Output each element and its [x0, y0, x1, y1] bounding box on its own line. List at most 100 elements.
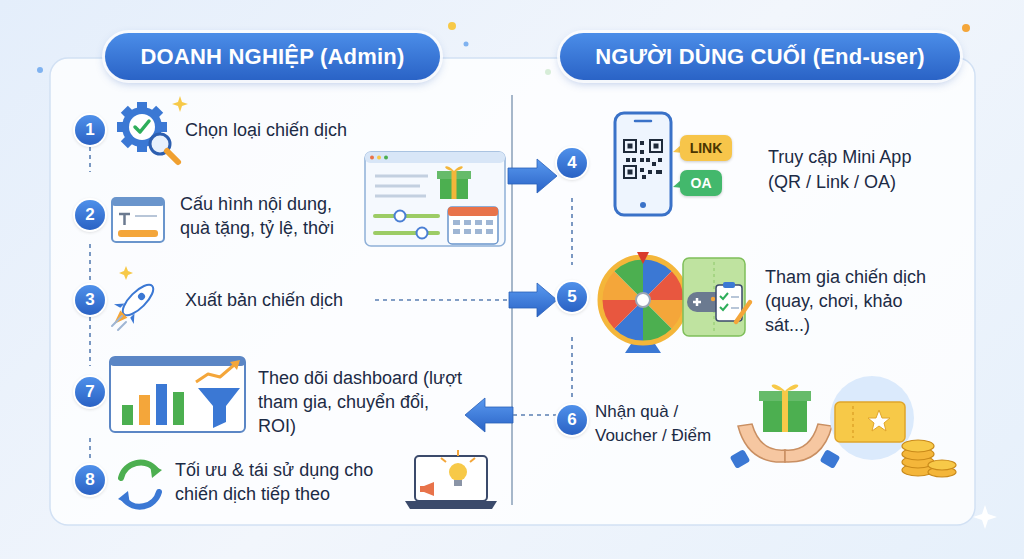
- config-window: [464, 229, 471, 234]
- phone-qr: [640, 141, 644, 145]
- config-window: [365, 152, 505, 246]
- config-window: [375, 185, 420, 188]
- config-window: [475, 220, 482, 225]
- chat-bubble: OA: [680, 170, 722, 196]
- phone-qr: [640, 168, 644, 172]
- phone-qr: [650, 140, 662, 152]
- config-window: [375, 175, 428, 178]
- decor-sparkle: [973, 505, 997, 529]
- header-text: DOANH NGHIỆP (Admin): [141, 44, 405, 70]
- phone-qr: [640, 158, 644, 162]
- gear-icon: [172, 96, 188, 112]
- gift-hands: [730, 384, 841, 469]
- chat-bubble: LINK: [680, 135, 732, 161]
- dashboard-icon: [173, 392, 184, 425]
- config-window: [452, 171, 457, 199]
- decor-sparkle: [464, 42, 469, 47]
- voucher-coins: [902, 440, 934, 452]
- config-window: [445, 166, 463, 171]
- config-window: [375, 195, 426, 198]
- dashboard-icon: [156, 384, 167, 425]
- dashboard-icon: [110, 357, 245, 432]
- step-label: Theo dõi dashboard (lượt tham gia, chuyể…: [258, 366, 464, 438]
- form-icon: [112, 198, 164, 206]
- flow-connector: [90, 317, 91, 366]
- phone-qr: [635, 120, 651, 123]
- gift-hands: [820, 449, 841, 469]
- flow-connector: [90, 147, 91, 172]
- gear-icon: [135, 121, 149, 132]
- block-arrow: [465, 398, 513, 432]
- config-window: [453, 229, 460, 234]
- laptop-idea-icon: [441, 458, 446, 462]
- step-row: 6 Nhận quà / Voucher / Điểm: [557, 400, 732, 448]
- dashed-line: [89, 147, 91, 172]
- step-row: 3Xuất bản chiến dịch: [75, 283, 375, 317]
- laptop-idea-icon: [415, 456, 487, 501]
- phone-qr: [648, 170, 652, 174]
- header-pill: NGƯỜI DÙNG CUỐI (End-user): [560, 33, 960, 80]
- rocket-icon: [104, 266, 162, 334]
- step-label: Chọn loại chiến dịch: [185, 118, 405, 142]
- bubble-text: LINK: [690, 140, 723, 156]
- header-text: NGƯỜI DÙNG CUỐI (End-user): [595, 44, 924, 70]
- rocket-icon: [119, 266, 133, 280]
- laptop-idea-icon: [420, 486, 424, 492]
- step-number: 3: [75, 285, 105, 315]
- phone-qr: [626, 158, 630, 162]
- flow-connector: [465, 398, 557, 432]
- step-label: Tối ưu & tái sử dụng cho chiến dịch tiếp…: [175, 458, 395, 506]
- dashed-line: [513, 414, 557, 416]
- dashboard-icon: [110, 357, 245, 366]
- dashed-line: [89, 244, 91, 283]
- config-window: [448, 207, 498, 216]
- phone-qr: [615, 113, 683, 215]
- form-icon: [123, 214, 126, 225]
- form-icon: [135, 215, 157, 217]
- bubble-text: OA: [691, 175, 712, 191]
- flow-connector: [90, 438, 91, 458]
- form-icon: [118, 230, 158, 237]
- dashed-line: [89, 438, 91, 458]
- phone-qr: [642, 175, 646, 179]
- step-row: 8Tối ưu & tái sử dụng cho chiến dịch tiế…: [75, 458, 395, 508]
- step-row: 2Cấu hình nội dung, quà tặng, tỷ lệ, thờ…: [75, 172, 508, 244]
- lucky-wheel: [636, 293, 650, 307]
- step-number: 2: [75, 200, 105, 230]
- step-row: 4Truy cập Mini App (QR / Link / OA)LINKO…: [557, 132, 957, 198]
- main-panel: [50, 58, 975, 525]
- phone-qr: [658, 158, 662, 162]
- gift-hands: [772, 384, 799, 391]
- game-survey-panel: [683, 258, 745, 336]
- cycle-icon: [118, 463, 162, 507]
- phone-qr: [615, 113, 671, 215]
- step-number: 1: [75, 115, 105, 145]
- dashboard-icon: [230, 360, 240, 370]
- game-survey-panel: [731, 307, 739, 309]
- gift-hands: [730, 449, 751, 469]
- dashed-line: [571, 198, 573, 265]
- step-label: Nhận quà / Voucher / Điểm: [595, 400, 735, 448]
- game-survey-panel: [720, 293, 728, 299]
- laptop-idea-icon: [424, 482, 434, 496]
- step-number: 4: [557, 148, 587, 178]
- voucher-coins: [868, 410, 890, 431]
- lucky-wheel: [600, 257, 686, 343]
- config-window: [475, 229, 482, 234]
- flow-connector: [375, 283, 557, 317]
- rocket-icon: [118, 322, 126, 330]
- config-window: [453, 220, 493, 234]
- lucky-wheel: [600, 252, 686, 353]
- block-arrow: [509, 283, 557, 317]
- cycle-icon: [150, 464, 162, 478]
- config-window: [417, 228, 428, 239]
- voucher-coins: [830, 376, 914, 460]
- game-survey-panel: [711, 297, 715, 301]
- config-window: [365, 152, 505, 246]
- phone-qr: [654, 144, 659, 149]
- config-window: [486, 220, 493, 225]
- step-number: 6: [557, 405, 587, 435]
- decor-sparkle: [37, 67, 43, 73]
- dashed-line: [571, 337, 573, 400]
- block-arrow: [508, 159, 557, 193]
